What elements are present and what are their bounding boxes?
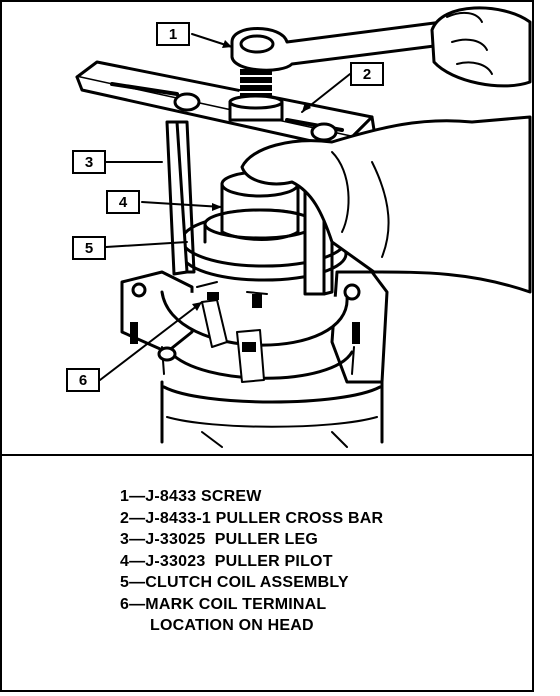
legend-item: 4—J-33023 PULLER PILOT <box>120 552 333 570</box>
legend-item: 2—J-8433-1 PULLER CROSS BAR <box>120 509 384 527</box>
parts-legend: 1—J-8433 SCREW 2—J-8433-1 PULLER CROSS B… <box>120 486 383 637</box>
hand-right <box>240 115 532 294</box>
callout-5: 5 <box>72 236 106 260</box>
leader-lines <box>99 33 351 381</box>
hand-top <box>430 6 532 88</box>
figure-frame: 1 2 3 4 5 6 1—J-8433 SCREW 2—J-8433-1 PU… <box>0 0 534 692</box>
compressor-body <box>160 380 384 448</box>
divider-line <box>2 454 532 456</box>
legend-item: 3—J-33025 PULLER LEG <box>120 531 319 548</box>
callout-2: 2 <box>350 62 384 86</box>
callout-4: 4 <box>106 190 140 214</box>
legend-item: 6—MARK COIL TERMINAL <box>120 595 327 613</box>
legend-item: 5—CLUTCH COIL ASSEMBLY <box>120 574 349 591</box>
puller-cross-bar <box>75 60 376 152</box>
legend-item-continuation: LOCATION ON HEAD <box>150 617 314 634</box>
callout-3: 3 <box>72 150 106 174</box>
callout-1: 1 <box>156 22 190 46</box>
callout-6: 6 <box>66 368 100 392</box>
compressor-puller-illustration <box>75 6 532 448</box>
legend-item: 1—J-8433 SCREW <box>120 488 262 505</box>
arrowheads <box>192 40 311 311</box>
compressor-head <box>120 270 389 384</box>
wrench <box>230 20 452 72</box>
